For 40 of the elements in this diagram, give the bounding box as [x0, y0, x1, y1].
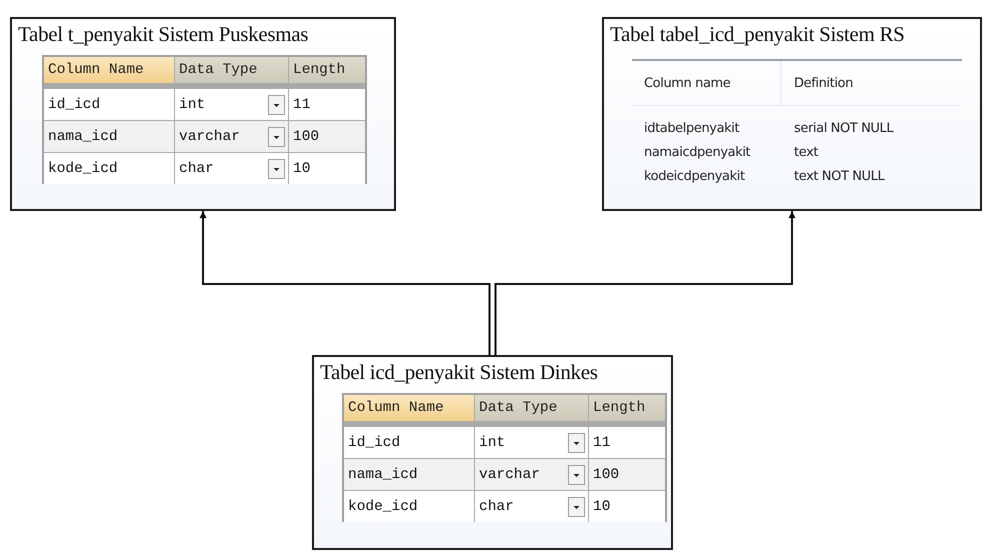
arrow [200, 211, 490, 355]
table-cell-text: kodeicdpenyakit [643, 168, 746, 186]
type-select-field: char [475, 491, 588, 522]
table-panel [10, 17, 396, 211]
table-cell: 11 [289, 89, 365, 120]
column-header: Definition [782, 61, 962, 106]
type-select-field: varchar [475, 459, 588, 490]
column-header: Data Type [475, 395, 588, 421]
table-title: Tabel t_penyakit Sistem Puskesmas [17, 21, 310, 47]
table-cell: id_icd [344, 427, 474, 458]
type-select-field: int [175, 89, 288, 120]
table-cell: 10 [289, 153, 365, 184]
column-header: Length [289, 57, 365, 83]
table-panel [602, 17, 982, 211]
table-title: Tabel icd_penyakit Sistem Dinkes [319, 359, 599, 385]
table-cell-text: serial NOT NULL [793, 120, 894, 138]
column-header: Column Name [344, 395, 474, 421]
table-cell: 100 [289, 121, 365, 152]
table-cell-text: text [793, 144, 820, 162]
table-cell: nama_icd [44, 121, 174, 152]
table-title: Tabel tabel_icd_penyakit Sistem RS [609, 21, 906, 47]
column-header: Column name [632, 61, 782, 106]
table-cell: 100 [589, 459, 665, 490]
table-cell: id_icd [44, 89, 174, 120]
table-cell-text: namaicdpenyakit [643, 144, 752, 162]
column-header: Data Type [175, 57, 288, 83]
table-cell-text: text NOT NULL [793, 168, 886, 186]
type-select-field: int [475, 427, 588, 458]
table-cell: 10 [589, 491, 665, 522]
type-select-field: char [175, 153, 288, 184]
column-header: Column Name [44, 57, 174, 83]
table-cell-text: idtabelpenyakit [643, 120, 740, 138]
column-header: Length [589, 395, 665, 421]
table-cell: kode_icd [344, 491, 474, 522]
table-cell: nama_icd [344, 459, 474, 490]
table-cell: 11 [589, 427, 665, 458]
arrow [494, 211, 796, 355]
table-cell: kode_icd [44, 153, 174, 184]
type-select-field: varchar [175, 121, 288, 152]
table-panel [312, 355, 673, 550]
